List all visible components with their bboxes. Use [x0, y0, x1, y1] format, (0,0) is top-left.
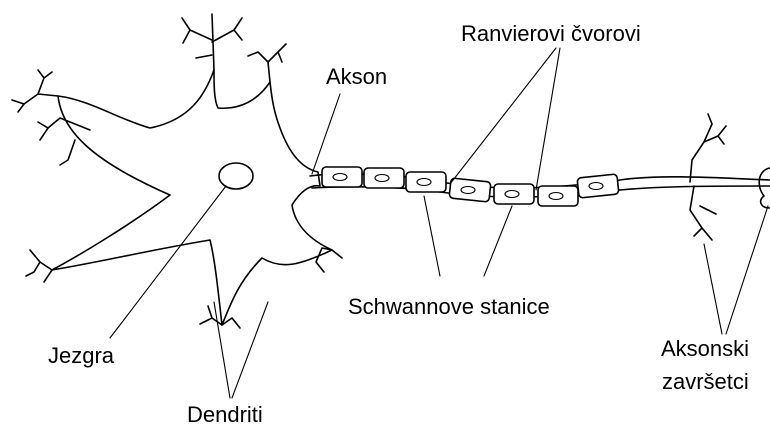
- label-dendrites: Dendriti: [187, 402, 263, 427]
- schwann-cells: [322, 167, 619, 206]
- dendrites: [12, 14, 342, 328]
- label-axon-terminals-line2: završetci: [662, 369, 749, 394]
- label-axon: Akson: [326, 64, 387, 89]
- label-nucleus: Jezgra: [48, 343, 115, 368]
- label-axon-terminals-line1: Aksonski: [661, 336, 749, 361]
- label-nodes-of-ranvier: Ranvierovi čvorovi: [461, 21, 641, 46]
- nucleus: [219, 163, 253, 189]
- cell-body-outline: [52, 70, 332, 325]
- label-schwann-cells: Schwannove stanice: [348, 294, 550, 319]
